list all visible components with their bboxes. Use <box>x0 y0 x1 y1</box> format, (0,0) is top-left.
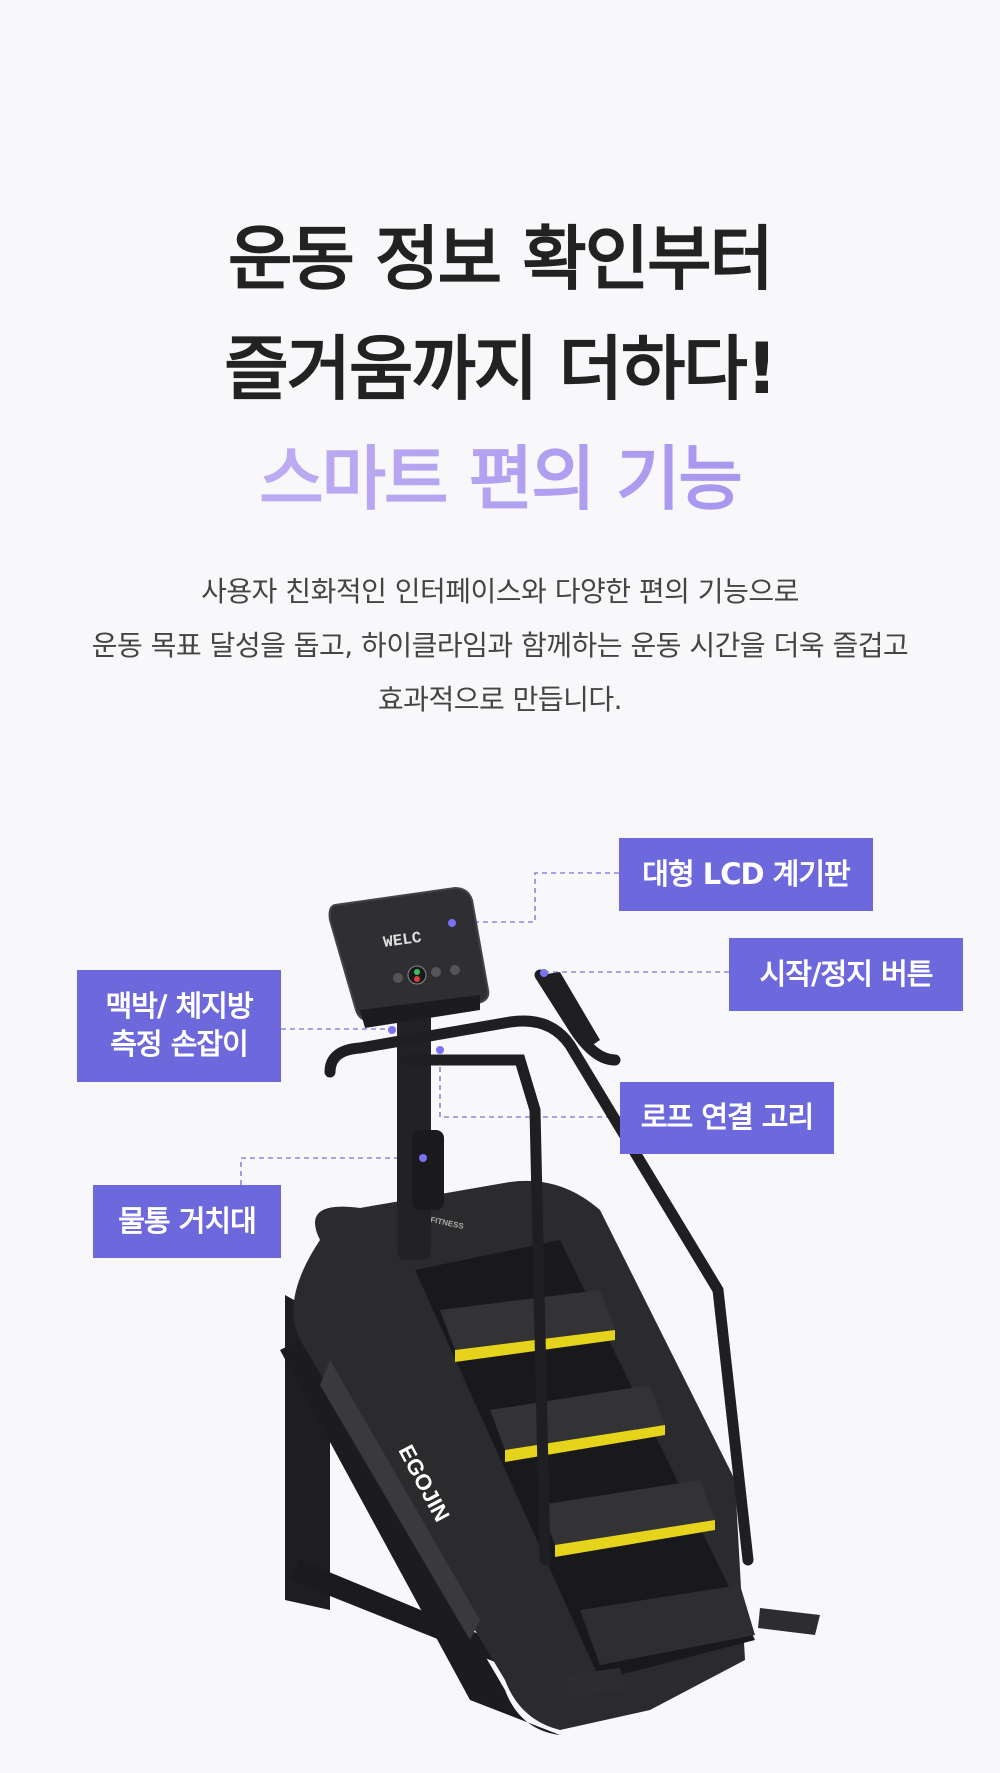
leader-bottle <box>240 1157 420 1185</box>
callout-start-stop-button: 시작/정지 버튼 <box>729 938 963 1011</box>
leader-lcd <box>455 872 619 923</box>
callout-pulse-line-2: 측정 손잡이 <box>110 1027 248 1061</box>
pulse-grip-marker <box>388 1026 396 1034</box>
console-display-text: WELC <box>382 929 423 952</box>
headline-line-2: 즐거움까지 더하다! <box>224 328 778 410</box>
callout-bottle-holder: 물통 거치대 <box>93 1185 281 1258</box>
callout-pulse-line-1: 맥박/ 체지방 <box>105 989 253 1024</box>
callout-pulse-grip: 맥박/ 체지방 측정 손잡이 <box>77 970 281 1082</box>
callout-rope-hook: 로프 연결 고리 <box>620 1082 834 1154</box>
start-stop-handle <box>540 972 600 1050</box>
headline-highlight: 스마트 편의 기능 <box>0 444 1000 514</box>
water-bottle-holder <box>412 1130 444 1210</box>
description-line-1: 사용자 친화적인 인터페이스와 다양한 편의 기능으로 <box>201 575 799 608</box>
callout-lcd-display: 대형 LCD 계기판 <box>619 838 873 911</box>
leader-rope <box>439 1052 620 1118</box>
description-line-3: 효과적으로 만듭니다. <box>377 683 623 716</box>
lcd-console: WELC <box>328 886 490 1028</box>
rope-hook-marker <box>436 1046 444 1054</box>
stair-steps <box>440 1290 755 1665</box>
callout-leader-lines <box>240 872 729 1185</box>
headline-line-1: 운동 정보 확인부터 <box>228 218 774 300</box>
description-line-2: 운동 목표 달성을 돕고, 하이클라임과 함께하는 운동 시간을 더욱 즐겁고 <box>91 629 909 662</box>
